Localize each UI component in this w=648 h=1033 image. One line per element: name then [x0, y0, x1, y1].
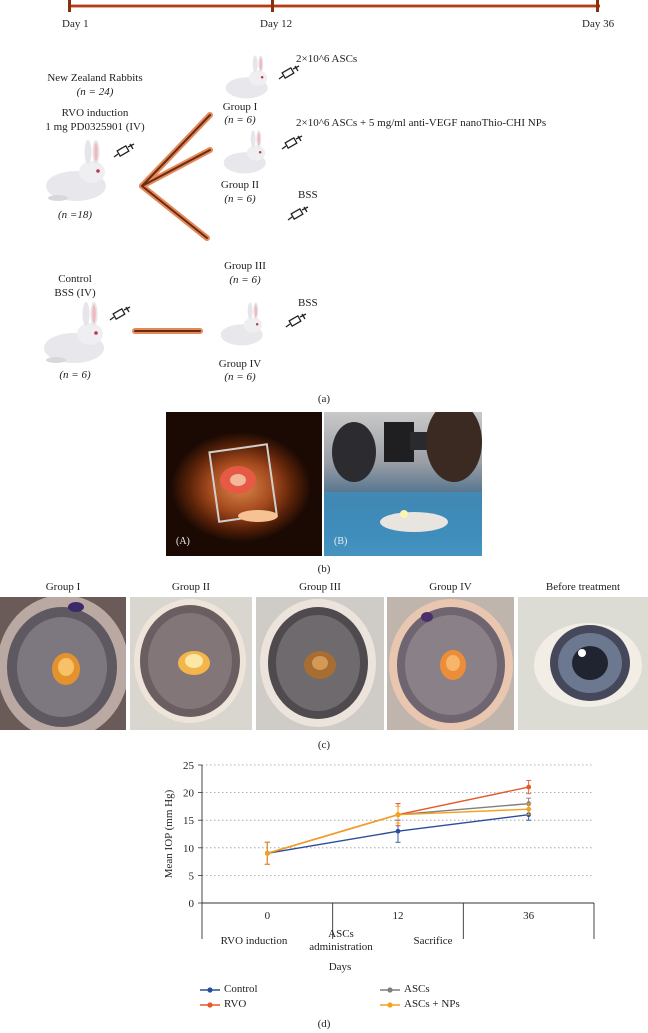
y-axis-title: Mean IOP (mm Hg) [163, 789, 175, 878]
eye-photo-group1 [0, 597, 126, 730]
group4-n: (n = 6) [224, 371, 256, 383]
y-tick-label: 25 [183, 760, 195, 772]
surgery-photo-a: (A) [166, 412, 322, 556]
legend-ascs-nps: ASCs + NPs [404, 998, 460, 1010]
x-axis-title: Days [328, 961, 352, 973]
syringe-icon [285, 313, 307, 328]
photo-label-a: (A) [176, 536, 190, 547]
rabbit-icon [223, 130, 266, 174]
eye-title-4: Group IV [429, 581, 472, 593]
data-point [526, 784, 532, 790]
syringe-icon [113, 143, 135, 158]
caption-c: (c) [317, 739, 331, 751]
data-point [526, 806, 532, 812]
rvo-title: RVO induction [61, 107, 129, 119]
rabbit-icon [225, 55, 268, 99]
eye-photo-group2 [130, 597, 252, 730]
control-title: Control [58, 273, 92, 285]
iop-line-chart: 0 5 10 15 20 25 0 12 36 Mean IOP (mm Hg) [163, 760, 595, 939]
legend-ascs: ASCs [404, 983, 430, 995]
y-tick-label: 5 [189, 870, 195, 882]
y-tick-label: 15 [183, 815, 195, 827]
x-category-1b: administration [309, 941, 373, 953]
x-tick-label: 12 [393, 910, 404, 922]
syringe-icon [281, 135, 303, 150]
microscope-scene [324, 412, 482, 556]
rabbit-icon [46, 140, 106, 201]
group1-label: Group I [222, 101, 258, 113]
legend-marker-ascs-nps [380, 1002, 400, 1008]
eye-photo-group3 [256, 597, 384, 730]
group3-label: Group III [224, 260, 266, 272]
x-tick-label: 36 [523, 910, 535, 922]
caption-a: (a) [317, 393, 331, 405]
eye-photo-group4 [387, 597, 514, 730]
group3-n: (n = 6) [229, 274, 261, 286]
data-point [395, 812, 401, 818]
rvo-n: (n =18) [58, 209, 92, 221]
legend-rvo: RVO [224, 998, 247, 1010]
syringe-icon [109, 306, 131, 321]
rabbit-icon [44, 302, 104, 363]
eye-title-1: Group I [45, 581, 81, 593]
eye-photo-before [518, 597, 648, 730]
surgery-photo-b: (B) [324, 412, 482, 556]
caption-d: (d) [317, 1018, 331, 1030]
eye-title-3: Group III [299, 581, 341, 593]
group2-n: (n = 6) [224, 193, 256, 205]
photo-label-b: (B) [334, 536, 348, 547]
iop-chart: 0 5 10 15 20 25 0 12 36 Mean IOP (mm Hg) [158, 760, 638, 970]
rabbits-title: New Zealand Rabbits [47, 72, 143, 84]
legend-marker-rvo [200, 1002, 220, 1008]
y-tick-label: 20 [183, 788, 195, 800]
legend-marker-control [200, 987, 220, 993]
group1-n: (n = 6) [224, 114, 256, 126]
group4-label: Group IV [218, 358, 262, 370]
y-tick-label: 10 [183, 843, 195, 855]
caption-b: (b) [317, 563, 331, 575]
rabbit-icon [220, 302, 263, 346]
timeline [68, 0, 600, 12]
data-point [264, 850, 270, 856]
y-tick-label: 0 [189, 898, 195, 910]
data-point [395, 828, 401, 834]
rabbits-n: (n = 24) [76, 86, 114, 98]
x-tick-label: 0 [265, 910, 271, 922]
group4-treatment: BSS [298, 297, 318, 309]
control-n: (n = 6) [59, 369, 91, 381]
group2-treatment: 2×10^6 ASCs + 5 mg/ml anti-VEGF nanoThio… [296, 117, 547, 129]
x-category-0: RVO induction [220, 935, 288, 947]
syringe-icon [278, 65, 300, 80]
group2-label: Group II [220, 179, 260, 191]
eye-title-5: Before treatment [545, 581, 621, 593]
group1-treatment: 2×10^6 ASCs [296, 53, 358, 65]
legend-marker-ascs [380, 987, 400, 993]
x-category-2: Sacrifice [413, 935, 453, 947]
legend-control: Control [224, 983, 258, 995]
eye-retractor-icon [208, 443, 278, 523]
control-dose: BSS (IV) [54, 287, 96, 299]
group3-treatment: BSS [298, 189, 318, 201]
timeline-day36: Day 36 [582, 18, 615, 30]
rvo-dose: 1 mg PD0325901 (IV) [45, 121, 145, 133]
syringe-icon [287, 206, 309, 221]
x-category-1a: ASCs [328, 928, 354, 940]
timeline-day12: Day 12 [260, 18, 293, 30]
timeline-day1: Day 1 [62, 18, 89, 30]
branch-lines [132, 112, 213, 334]
eye-title-2: Group II [171, 581, 211, 593]
